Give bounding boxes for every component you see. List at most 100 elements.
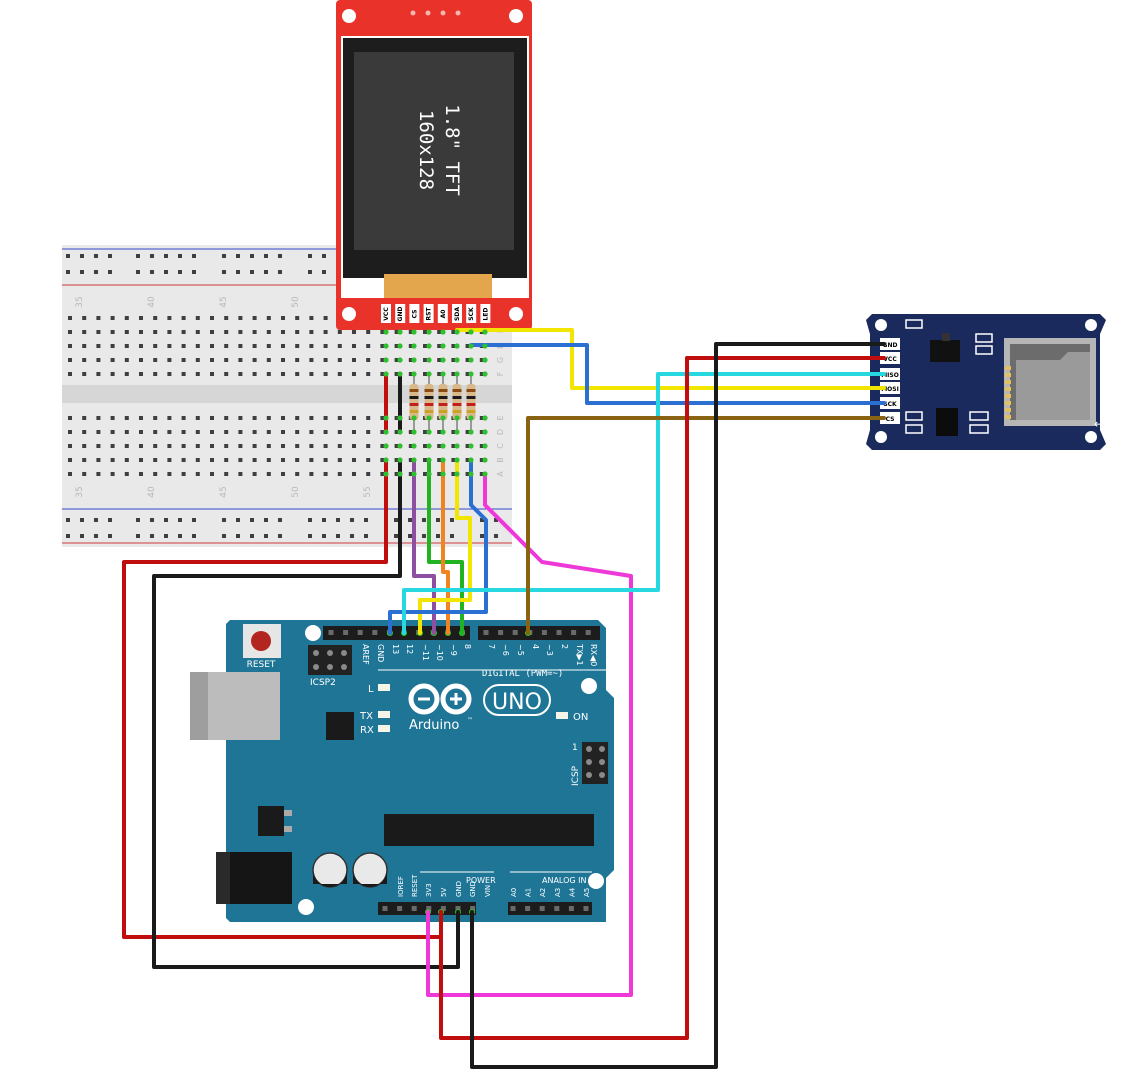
breadboard-hole <box>352 358 356 362</box>
breadboard-hole <box>451 372 456 376</box>
tft-pin-led: LED <box>482 308 489 321</box>
connection-dot <box>482 343 488 349</box>
wire-miso-to-pin12 <box>402 372 886 635</box>
breadboard-hole <box>195 316 200 320</box>
breadboard-hole <box>281 372 285 376</box>
row-letter: G <box>496 357 505 363</box>
column-number: 45 <box>219 296 229 307</box>
tft-pin-gnd: GND <box>397 307 404 322</box>
connection-dot <box>397 343 403 349</box>
connection-dot <box>454 343 460 349</box>
tft-flex-cable <box>384 274 492 298</box>
breadboard-hole <box>68 444 72 448</box>
breadboard-hole <box>380 330 385 334</box>
breadboard-hole <box>380 444 385 448</box>
breadboard-hole <box>167 444 172 448</box>
led-tx <box>378 711 390 718</box>
connection-dot <box>482 415 488 421</box>
breadboard-hole <box>238 330 243 334</box>
breadboard-hole <box>437 458 442 462</box>
breadboard-hole <box>139 330 143 334</box>
breadboard-hole <box>408 430 413 434</box>
breadboard-hole <box>167 458 172 462</box>
breadboard-hole <box>309 330 314 334</box>
rail-hole <box>394 518 398 522</box>
breadboard-hole <box>153 358 158 362</box>
rail-hole <box>136 270 140 274</box>
breadboard-hole <box>124 316 129 320</box>
breadboard-hole <box>423 358 427 362</box>
breadboard-hole <box>394 416 399 420</box>
rail-hole <box>108 534 112 538</box>
power-pin-label: RESET <box>411 874 419 897</box>
breadboard-hole <box>451 444 456 448</box>
breadboard-hole <box>195 416 200 420</box>
rail-hole <box>308 254 312 258</box>
wire-gnd-to-breadboard <box>152 460 460 969</box>
breadboard-hole <box>295 358 300 362</box>
breadboard-hole <box>224 330 229 334</box>
breadboard-hole <box>323 372 328 376</box>
connection-dot <box>440 371 446 377</box>
sd-pin-sck: SCK <box>883 401 897 408</box>
connection-dot <box>454 357 460 363</box>
breadboard-hole <box>195 344 200 348</box>
breadboard-hole <box>210 458 214 462</box>
analog-pin-label: A2 <box>539 888 547 897</box>
breadboard-hole <box>96 458 101 462</box>
breadboard-hole <box>437 472 442 476</box>
rail-hole <box>80 518 84 522</box>
breadboard-hole <box>423 430 427 434</box>
breadboard-hole <box>181 344 186 348</box>
connection-dot <box>411 357 417 363</box>
column-number: 50 <box>291 486 301 498</box>
breadboard-hole <box>195 372 200 376</box>
digital-pin-label: 13 <box>391 644 400 654</box>
breadboard-hole <box>451 458 456 462</box>
breadboard-hole <box>210 444 214 448</box>
tft-pin-label-bg <box>437 304 448 323</box>
breadboard-hole <box>309 344 314 348</box>
rail-hole <box>178 534 182 538</box>
breadboard-hole <box>323 416 328 420</box>
arduino-logo-icon <box>408 683 472 715</box>
rail-hole <box>222 254 226 258</box>
tft-pin-rst: RST <box>426 307 433 321</box>
breadboard-hole <box>181 416 186 420</box>
wire-sda-pin11 <box>418 460 472 635</box>
breadboard-hole <box>181 330 186 334</box>
breadboard-hole <box>124 330 129 334</box>
tft-mount-hole-bl <box>342 307 356 321</box>
rail-hole <box>164 254 168 258</box>
sd-pin-label-bg <box>880 397 900 409</box>
breadboard-hole <box>266 358 271 362</box>
breadboard-hole <box>139 344 143 348</box>
connection-dot <box>440 443 446 449</box>
connection-dot <box>383 471 389 477</box>
breadboard-hole <box>224 358 229 362</box>
connection-dot <box>468 471 474 477</box>
breadboard-hole <box>139 472 143 476</box>
breadboard-hole <box>167 416 172 420</box>
breadboard-hole <box>323 430 328 434</box>
breadboard-hole <box>224 444 229 448</box>
column-number: 35 <box>75 486 85 497</box>
breadboard-hole <box>366 458 371 462</box>
connection-dot <box>482 329 488 335</box>
breadboard-hole <box>224 458 229 462</box>
connection-dot <box>454 429 460 435</box>
sd-pin-label-bg <box>880 352 900 364</box>
led-l-label: L <box>368 684 374 695</box>
on-label: ON <box>573 712 588 723</box>
rail-hole <box>108 518 112 522</box>
usb-chip <box>326 712 354 740</box>
breadboard-hole <box>295 330 300 334</box>
breadboard-hole <box>266 316 271 320</box>
breadboard-hole <box>153 416 158 420</box>
breadboard-hole <box>479 358 484 362</box>
breadboard-hole <box>224 344 229 348</box>
